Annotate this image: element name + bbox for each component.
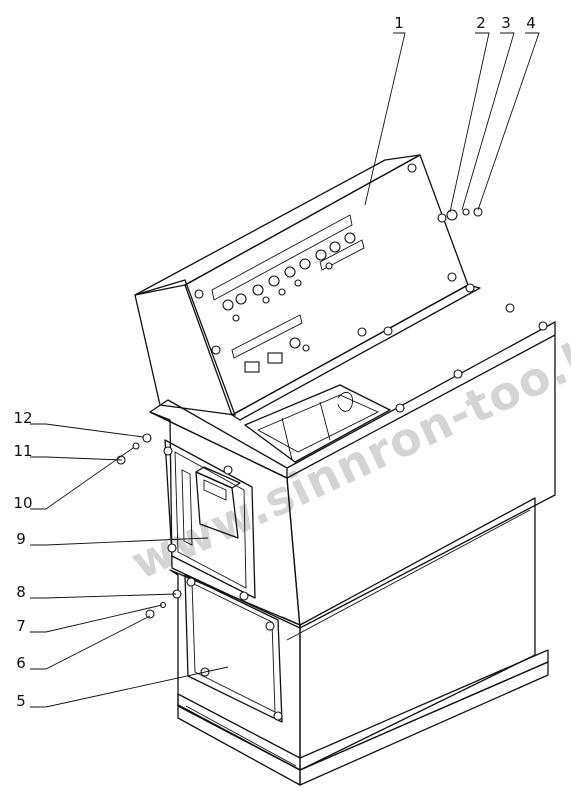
callout-5: 5 [16, 692, 26, 710]
cover-plate-5 [184, 574, 283, 723]
callout-12: 12 [13, 409, 32, 427]
callout-3: 3 [501, 14, 511, 32]
callout-labels: 1 2 3 4 5 6 7 8 9 10 11 12 [13, 14, 535, 710]
watermark: www.sinnron-too.kz [123, 315, 571, 590]
base-pedestal [177, 649, 549, 786]
callout-6: 6 [16, 654, 26, 672]
exploded-fittings [437, 207, 483, 223]
callout-11: 11 [13, 442, 32, 460]
lower-cabinet [169, 497, 536, 771]
loose-fasteners [116, 433, 182, 619]
callout-7: 7 [16, 617, 26, 635]
callout-9: 9 [16, 530, 26, 548]
callout-2: 2 [476, 14, 486, 32]
callout-10: 10 [13, 494, 32, 512]
control-console [134, 154, 548, 421]
upper-housing [149, 321, 556, 629]
side-panel-9 [163, 439, 256, 601]
callout-4: 4 [526, 14, 536, 32]
callout-8: 8 [16, 583, 26, 601]
callout-1: 1 [394, 14, 404, 32]
leader-lines [30, 32, 540, 708]
